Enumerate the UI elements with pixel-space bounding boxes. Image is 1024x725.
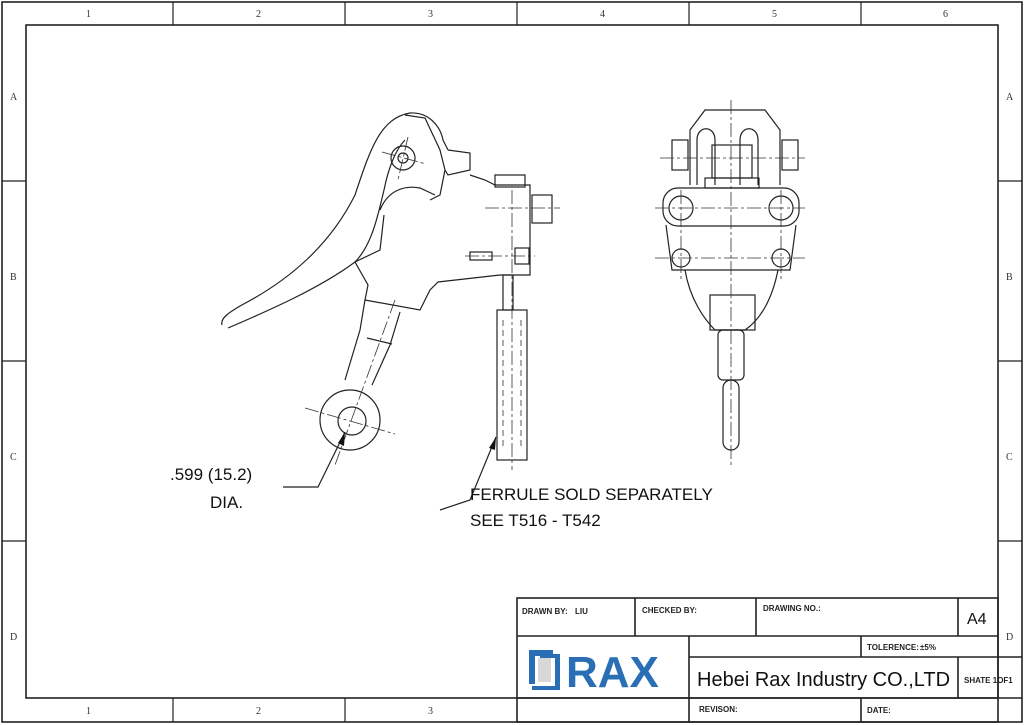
col-label: 3 xyxy=(428,706,433,717)
ferrule-note-line1: FERRULE SOLD SEPARATELY xyxy=(470,485,713,504)
drawn-by-label: DRAWN BY: xyxy=(522,607,568,616)
company-logo: RAX xyxy=(529,648,659,697)
col-label: 1 xyxy=(86,706,91,717)
ferrule-note-line2: SEE T516 - T542 xyxy=(470,511,601,530)
row-label: A xyxy=(1006,92,1014,103)
col-label: 2 xyxy=(256,9,261,20)
col-label: 1 xyxy=(86,9,91,20)
date-label: DATE: xyxy=(867,706,891,715)
drawn-by-value: LIU xyxy=(575,607,588,616)
hole-diameter-value: .599 (15.2) xyxy=(170,465,252,484)
row-label: D xyxy=(10,632,17,643)
sheet-size: A4 xyxy=(967,611,987,628)
hole-diameter-label: DIA. xyxy=(210,493,243,512)
title-block xyxy=(516,597,1022,723)
row-label: B xyxy=(10,272,17,283)
row-label: A xyxy=(10,92,18,103)
row-label: D xyxy=(1006,632,1013,643)
side-view xyxy=(221,112,560,470)
col-label: 4 xyxy=(600,9,605,20)
col-label: 5 xyxy=(772,9,777,20)
col-label: 6 xyxy=(943,9,948,20)
checked-by-label: CHECKED BY: xyxy=(642,606,697,615)
row-label: C xyxy=(10,452,17,463)
col-label: 3 xyxy=(428,9,433,20)
drawing-no-label: DRAWING NO.: xyxy=(763,604,821,613)
row-label: B xyxy=(1006,272,1013,283)
logo-text: RAX xyxy=(566,648,659,697)
sheet-number: SHATE 1OF1 xyxy=(964,676,1013,685)
col-label: 2 xyxy=(256,706,261,717)
revision-label: REVISON: xyxy=(699,705,738,714)
leader-lines xyxy=(283,431,497,511)
tolerance-label: TOLERENCE: xyxy=(867,643,919,652)
row-label: C xyxy=(1006,452,1013,463)
tolerance-value: ±5% xyxy=(920,643,936,652)
front-view xyxy=(655,100,805,465)
zone-labels: 1 2 3 4 5 6 1 2 3 A B C D A B C D xyxy=(10,9,1014,717)
company-name: Hebei Rax Industry CO.,LTD xyxy=(697,669,950,691)
